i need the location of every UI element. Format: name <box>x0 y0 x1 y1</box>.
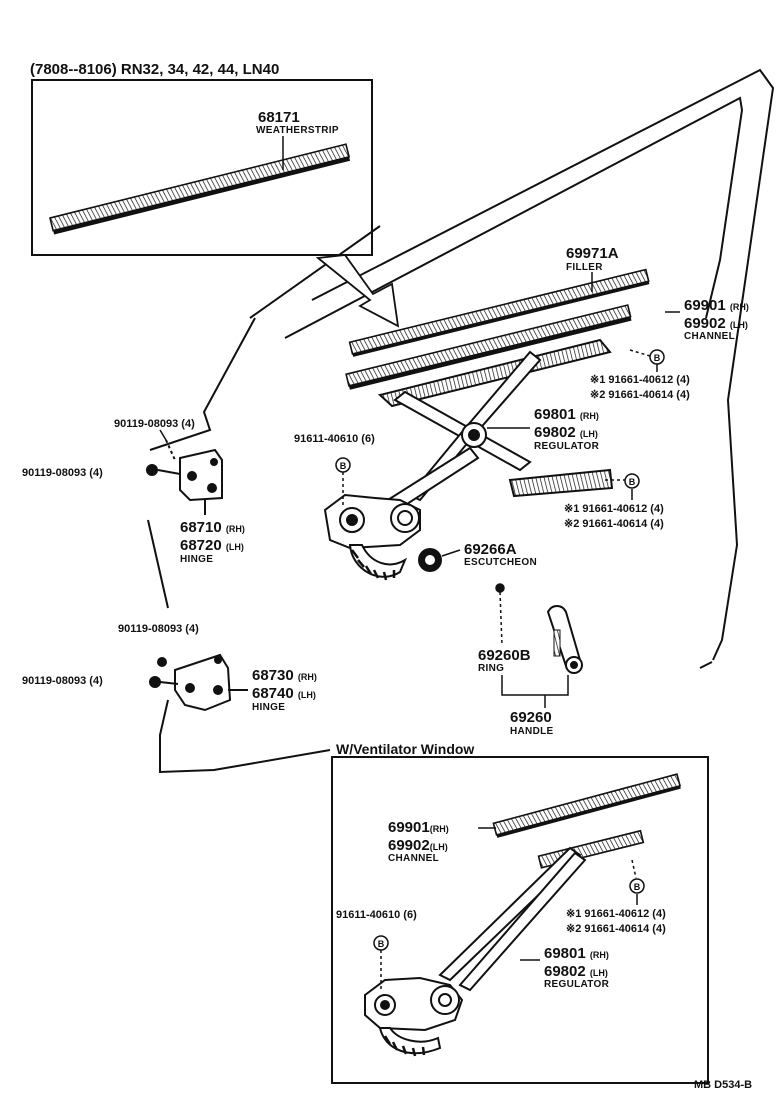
escutcheon-number: 69266A <box>464 541 517 558</box>
weatherstrip-number: 68171 <box>258 109 300 126</box>
lower-hinge-rh-number: 68730 (RH) <box>252 667 317 684</box>
channel-bolt-marker: B <box>629 349 665 372</box>
footer-code: MB D534-B <box>694 1079 753 1091</box>
inset-header: (7808--8106) RN32, 34, 42, 44, LN40 <box>30 61 280 78</box>
upper-hinge-rh-number: 68710 (RH) <box>180 519 245 536</box>
escutcheon-part <box>418 548 461 572</box>
channel-rail <box>345 304 632 390</box>
upper-hinge-bolt-left: 90119-08093 (4) <box>22 467 103 479</box>
ring-part <box>495 583 505 646</box>
svg-text:B: B <box>378 939 385 949</box>
escutcheon-name: ESCUTCHEON <box>464 557 538 568</box>
regulator-name: REGULATOR <box>534 441 600 452</box>
channel-name: CHANNEL <box>684 331 735 342</box>
upper-hinge-lh-number: 68720 (LH) <box>180 537 244 554</box>
svg-text:B: B <box>634 882 641 892</box>
lower-hinge-lh-number: 68740 (LH) <box>252 685 316 702</box>
inset-arrow <box>315 254 400 328</box>
filler-rail <box>348 268 650 357</box>
vent-channel-lh-number: 69902(LH) <box>388 837 448 854</box>
regulator-lh-number: 69802 (LH) <box>534 424 598 441</box>
door-outline <box>147 68 775 774</box>
vent-regulator-rh-number: 69801 (RH) <box>544 945 609 962</box>
upper-hinge-name: HINGE <box>180 554 214 565</box>
weatherstrip-part <box>49 143 351 235</box>
regulator-assembly <box>323 338 614 581</box>
vent-bolt-1: ※1 91661-40612 (4) <box>566 908 666 920</box>
svg-text:B: B <box>340 461 347 471</box>
weatherstrip-name: WEATHERSTRIP <box>256 125 339 136</box>
vent-channel-rh-number: 69901(RH) <box>388 819 449 836</box>
upper-hinge-bolt-top: 90119-08093 (4) <box>114 418 195 430</box>
handle-leader <box>501 675 569 708</box>
upper-hinge-bolt-leader <box>159 429 167 441</box>
vent-regulator-lh-number: 69802 (LH) <box>544 963 608 980</box>
upper-hinge-part <box>146 439 223 515</box>
svg-text:B: B <box>654 353 661 363</box>
handle-part <box>546 605 583 674</box>
vent-regulator-bolt: 91611-40610 (6) <box>336 909 417 921</box>
ring-number: 69260B <box>478 647 531 664</box>
lower-hinge-bolt-top: 90119-08093 (4) <box>118 623 199 635</box>
regulator-bolt-1: ※1 91661-40612 (4) <box>564 503 664 515</box>
filler-number: 69971A <box>566 245 619 262</box>
vent-box: B B <box>331 756 709 1084</box>
handle-number: 69260 <box>510 709 552 726</box>
regulator-bolt: 91611-40610 (6) <box>294 433 375 445</box>
filler-name: FILLER <box>566 262 603 273</box>
ring-name: RING <box>478 663 505 674</box>
lower-hinge-name: HINGE <box>252 702 286 713</box>
regulator-rh-number: 69801 (RH) <box>534 406 599 423</box>
channel-rh-number: 69901 (RH) <box>684 297 749 314</box>
channel-lh-number: 69902 (LH) <box>684 315 748 332</box>
channel-bolt-2: ※2 91661-40614 (4) <box>590 389 690 401</box>
handle-name: HANDLE <box>510 726 554 737</box>
vent-header: W/Ventilator Window <box>336 741 475 757</box>
lower-hinge-part <box>149 653 248 712</box>
svg-text:B: B <box>629 477 636 487</box>
regulator-bolt-marker: B <box>605 473 640 500</box>
vent-channel-name: CHANNEL <box>388 853 439 864</box>
vent-bolt-2: ※2 91661-40614 (4) <box>566 923 666 935</box>
lower-hinge-bolt-left: 90119-08093 (4) <box>22 675 103 687</box>
inset-box <box>31 79 373 256</box>
channel-bolt-1: ※1 91661-40612 (4) <box>590 374 690 386</box>
regulator-bolt-2: ※2 91661-40614 (4) <box>564 518 664 530</box>
regulator-screw-marker: B <box>335 457 351 505</box>
vent-regulator-name: REGULATOR <box>544 979 610 990</box>
